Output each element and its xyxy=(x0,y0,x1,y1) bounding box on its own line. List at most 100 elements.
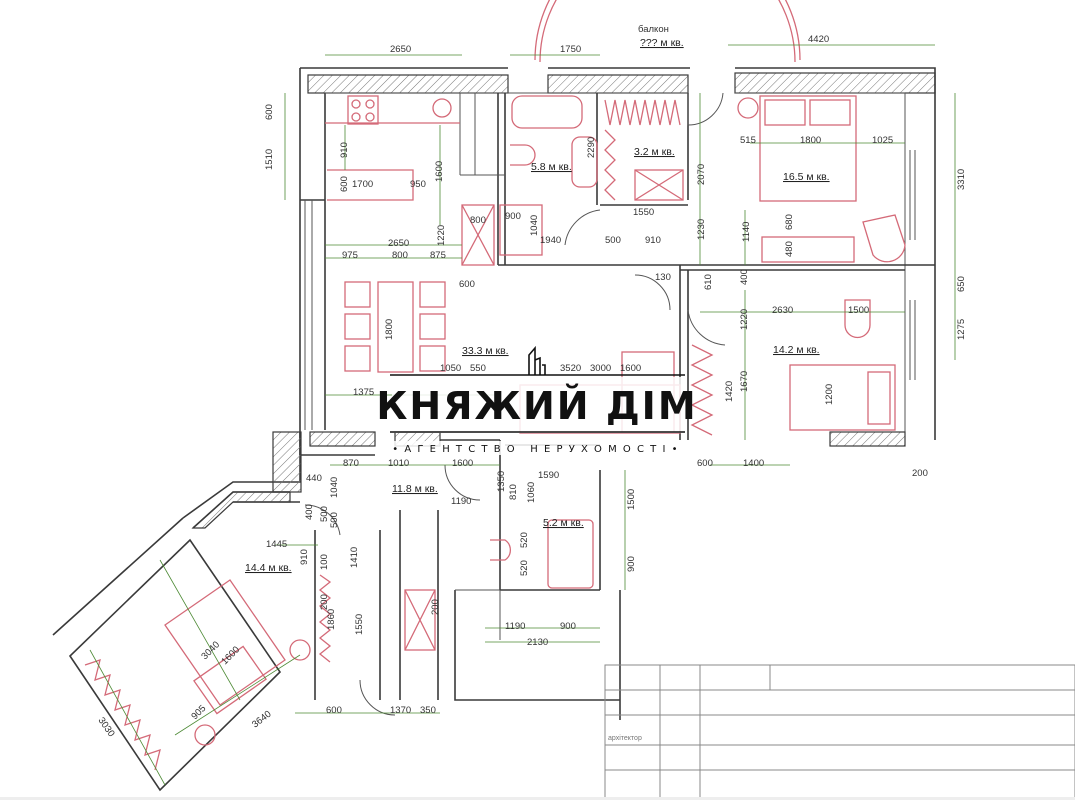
dimension-label: 600 xyxy=(697,458,713,469)
dimension-label: 800 xyxy=(392,250,408,261)
dimension-label: 975 xyxy=(342,250,358,261)
dimension-label: 1445 xyxy=(266,539,287,550)
dimension-label: 1040 xyxy=(529,215,540,236)
dimension-label: 4420 xyxy=(808,34,829,45)
walls xyxy=(52,67,936,720)
dimension-label: 3030 xyxy=(96,715,117,739)
dimension-label: 1140 xyxy=(741,222,752,242)
dimension-label: 1800 xyxy=(384,319,395,340)
dimension-label: 600 xyxy=(459,279,475,290)
room-area-bathroom: 5.8 м кв. xyxy=(531,161,572,173)
dimension-label: 1230 xyxy=(696,219,707,240)
dimension-lines xyxy=(89,44,956,786)
dimension-label: 910 xyxy=(645,235,661,246)
dimension-label: 910 xyxy=(299,549,310,565)
dimension-label: 500 xyxy=(329,512,340,528)
dimension-label: 1375 xyxy=(353,387,374,398)
dimension-label: 1860 xyxy=(326,609,337,630)
dimension-label: 2630 xyxy=(772,305,793,316)
dimension-label: 905 xyxy=(189,703,208,722)
dimension-label: 600 xyxy=(264,104,275,120)
dimension-label: 1010 xyxy=(388,458,409,469)
dimension-label: 1600 xyxy=(219,644,242,667)
dimension-label: 100 xyxy=(319,554,330,570)
dimension-label: 3000 xyxy=(590,363,611,374)
dimension-label: 520 xyxy=(519,532,530,548)
dimension-label: 2650 xyxy=(390,44,411,55)
room-area-kitchen-living: 33.3 м кв. xyxy=(462,345,509,357)
dimension-label: 1550 xyxy=(354,614,365,635)
dimension-label: 3520 xyxy=(560,363,581,374)
dimension-label: 600 xyxy=(326,705,342,716)
dimension-label: 1220 xyxy=(436,225,447,246)
dimension-label: 1600 xyxy=(620,363,641,374)
dimension-label: 1050 xyxy=(440,363,461,374)
dimension-label: 500 xyxy=(605,235,621,246)
room-area-bedroom-angled: 14.4 м кв. xyxy=(245,562,292,574)
balcony-area: ??? м кв. xyxy=(640,37,684,49)
room-area-hall: 11.8 м кв. xyxy=(392,483,438,495)
dimension-label: 1600 xyxy=(434,161,445,182)
dimension-label: 1550 xyxy=(633,207,654,218)
dimension-label: 1940 xyxy=(540,235,561,246)
hatch-block xyxy=(272,431,302,493)
room-area-bedroom-right: 14.2 м кв. xyxy=(773,344,820,356)
agency-logo: КНЯЖИЙ ДІМ •АГЕНТСТВО НЕРУХОМОСТІ• xyxy=(376,345,697,455)
dimension-label: 400 xyxy=(304,504,315,520)
dimension-label: 480 xyxy=(784,241,795,257)
dimension-label: 520 xyxy=(519,560,530,576)
dimension-label: 1500 xyxy=(626,489,637,510)
dimension-label: 910 xyxy=(339,142,350,158)
dimension-label: 1670 xyxy=(739,371,750,392)
dimension-label: 200 xyxy=(430,599,441,615)
dimension-label: 1750 xyxy=(560,44,581,55)
dimension-label: 1040 xyxy=(329,477,340,498)
dimension-label: 1190 xyxy=(505,621,525,632)
room-area-wardrobe: 3.2 м кв. xyxy=(634,146,675,158)
dimension-label: 1370 xyxy=(390,705,411,716)
dimension-label: 1275 xyxy=(956,319,967,340)
dimension-label: 550 xyxy=(470,363,486,374)
dimension-label: 610 xyxy=(703,274,714,290)
dimension-label: 1600 xyxy=(452,458,473,469)
dimension-label: 1350 xyxy=(496,471,507,492)
dimension-label: 600 xyxy=(339,176,350,192)
dimension-label: 810 xyxy=(508,484,519,500)
dimension-label: 1590 xyxy=(538,470,559,481)
dimension-label: 500 xyxy=(319,506,330,522)
dimension-label: 1025 xyxy=(872,135,893,146)
dimension-label: 1190 xyxy=(451,496,471,507)
dimension-label: 3310 xyxy=(956,169,967,190)
dimension-label: 1220 xyxy=(739,309,750,330)
dimension-label: 680 xyxy=(784,214,795,230)
dimension-label: 900 xyxy=(560,621,576,632)
dimension-label: 1420 xyxy=(724,381,735,402)
dimension-label: 1060 xyxy=(526,482,537,503)
title-block-label: архітектор xyxy=(608,734,642,742)
room-area-bedroom-top-right: 16.5 м кв. xyxy=(783,171,830,183)
dimension-label: 2070 xyxy=(696,164,707,185)
room-area-bathroom-small: 5.2 м кв. xyxy=(543,517,584,529)
dimension-label: 1400 xyxy=(743,458,764,469)
dimension-label: 3640 xyxy=(250,709,273,731)
dimension-label: 440 xyxy=(306,473,322,484)
dimension-label: 1510 xyxy=(264,149,275,170)
dimension-label: 950 xyxy=(410,179,426,190)
logo-title: КНЯЖИЙ ДІМ xyxy=(376,384,697,428)
dimension-label: 515 xyxy=(740,135,756,146)
dimension-label: 200 xyxy=(319,594,330,610)
doors xyxy=(304,92,726,716)
dimension-label: 870 xyxy=(343,458,359,469)
dimension-label: 650 xyxy=(956,276,967,292)
dimension-label: 1700 xyxy=(352,179,373,190)
dimension-label: 1200 xyxy=(824,384,835,405)
dimension-label: 900 xyxy=(626,556,637,572)
dimension-label: 1500 xyxy=(848,305,869,316)
dimension-label: 2290 xyxy=(586,137,597,158)
furniture xyxy=(68,95,906,792)
title-block: архітектор xyxy=(604,664,1075,800)
dimension-label: 2130 xyxy=(527,637,548,648)
dimension-label: 200 xyxy=(912,468,928,479)
dimension-label: 1410 xyxy=(349,547,360,568)
